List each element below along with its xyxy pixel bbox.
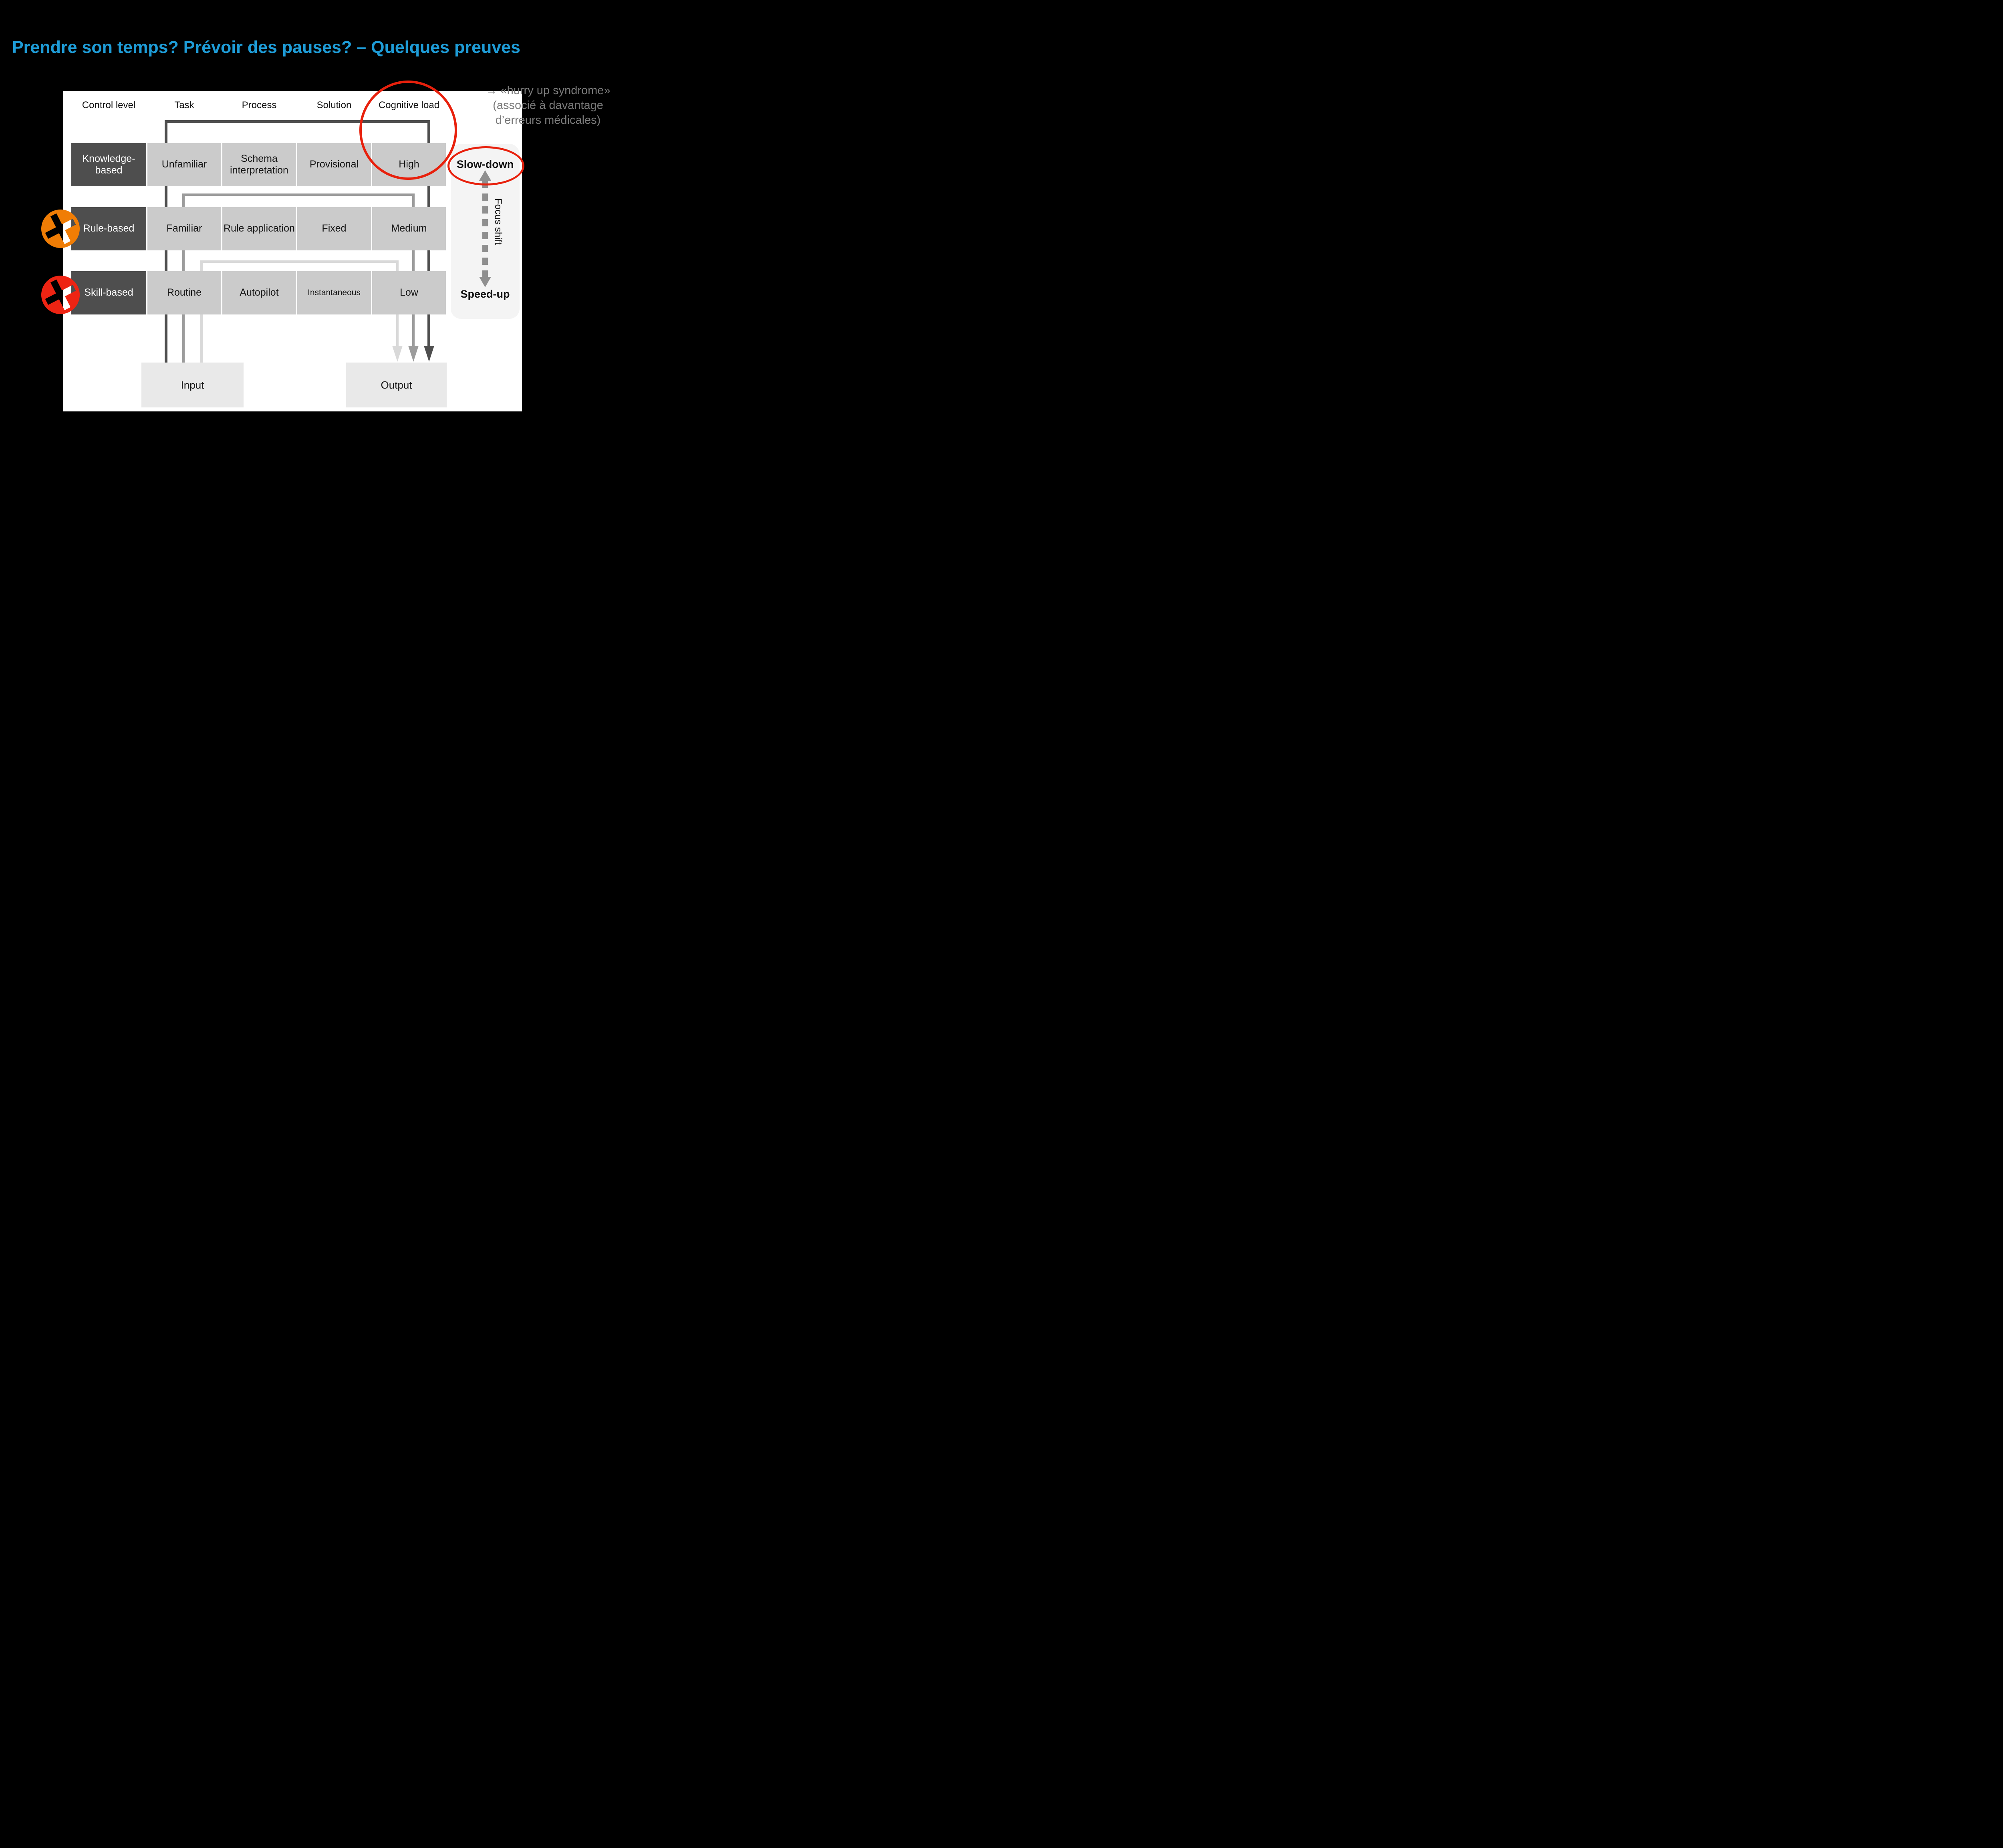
focus-shift-label: Focus shift — [493, 198, 504, 245]
slide: Prendre son temps? Prévoir des pauses? –… — [0, 0, 628, 411]
cell-rule-process: Rule application — [222, 207, 296, 250]
cell-skill-load: Low — [372, 271, 446, 314]
dashed-line — [482, 181, 488, 277]
column-header-task: Task — [174, 100, 194, 111]
input-box: Input — [141, 363, 244, 407]
slide-title: Prendre son temps? Prévoir des pauses? –… — [12, 38, 520, 57]
cell-skill-solution: Instantaneous — [297, 271, 371, 314]
connector-dark-horizontal — [165, 120, 430, 123]
cell-knowledge-level: Knowledge-based — [71, 143, 146, 186]
down-arrow-dark-icon — [424, 346, 434, 362]
cell-skill-process: Autopilot — [222, 271, 296, 314]
down-arrow-medium-icon — [408, 346, 419, 362]
connector-medium-vertical-right — [412, 193, 415, 347]
connector-medium-horizontal — [182, 193, 415, 196]
column-header-solution: Solution — [316, 100, 352, 111]
cell-rule-solution: Fixed — [297, 207, 371, 250]
cell-knowledge-process: Schema interpretation — [222, 143, 296, 186]
red-circle-slow-down — [447, 146, 524, 185]
column-header-control-level: Control level — [82, 100, 136, 111]
connector-light-horizontal — [200, 260, 399, 263]
cell-rule-level: Rule-based — [71, 207, 146, 250]
red-circle-cognitive-load — [359, 81, 457, 180]
annotation-line-3: d’erreurs médicales) — [495, 114, 601, 127]
output-box: Output — [346, 363, 447, 407]
x-icon-red — [41, 275, 80, 314]
cell-knowledge-solution: Provisional — [297, 143, 371, 186]
cell-rule-load: Medium — [372, 207, 446, 250]
cell-rule-task: Familiar — [147, 207, 221, 250]
cell-skill-task: Routine — [147, 271, 221, 314]
down-arrow-icon — [479, 277, 491, 287]
cell-knowledge-task: Unfamiliar — [147, 143, 221, 186]
cell-skill-level: Skill-based — [71, 271, 146, 314]
column-header-process: Process — [242, 100, 277, 111]
annotation-line-2: (associé à davantage — [493, 99, 603, 112]
down-arrow-light-icon — [392, 346, 403, 362]
speed-up-label: Speed-up — [460, 288, 510, 300]
x-icon-orange — [41, 209, 80, 248]
annotation-hurry-up-syndrome: → «hurry up syndrome» (associé à davanta… — [477, 83, 619, 128]
annotation-line-1: → «hurry up syndrome» — [486, 84, 611, 97]
